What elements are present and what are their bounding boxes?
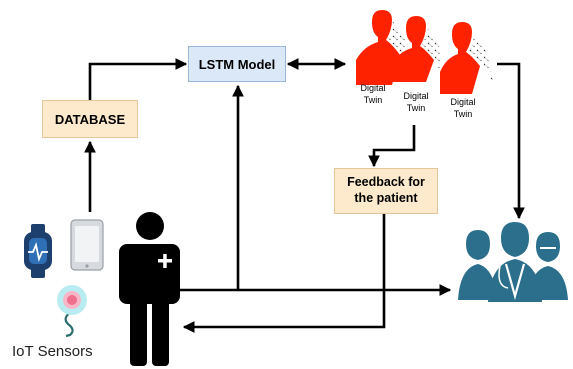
lstm-model-box: LSTM Model [188,46,286,82]
arrow-twins-to-doctors [497,62,525,220]
skin-sensor-icon [57,285,87,338]
arrow-database-to-lstm [88,58,188,100]
digital-twin-icon [356,10,494,94]
digital-twin-2 [391,16,442,82]
feedback-line-1: Feedback for [347,175,425,190]
database-box: DATABASE [42,100,138,138]
feedback-line-2: the patient [354,191,418,205]
medical-team-icon [458,222,568,302]
smartwatch-icon [24,224,52,278]
arrow-twin-to-feedback [368,125,416,168]
patient-icon [119,212,180,366]
arrow-feedback-to-patient [182,214,386,333]
digital-twin-1 [356,10,408,85]
feedback-box: Feedback for the patient [334,168,438,214]
digital-twin-3 [440,22,494,94]
smartphone-icon [70,219,104,271]
arrows [84,58,525,333]
iot-sensors-label: IoT Sensors [12,343,93,360]
